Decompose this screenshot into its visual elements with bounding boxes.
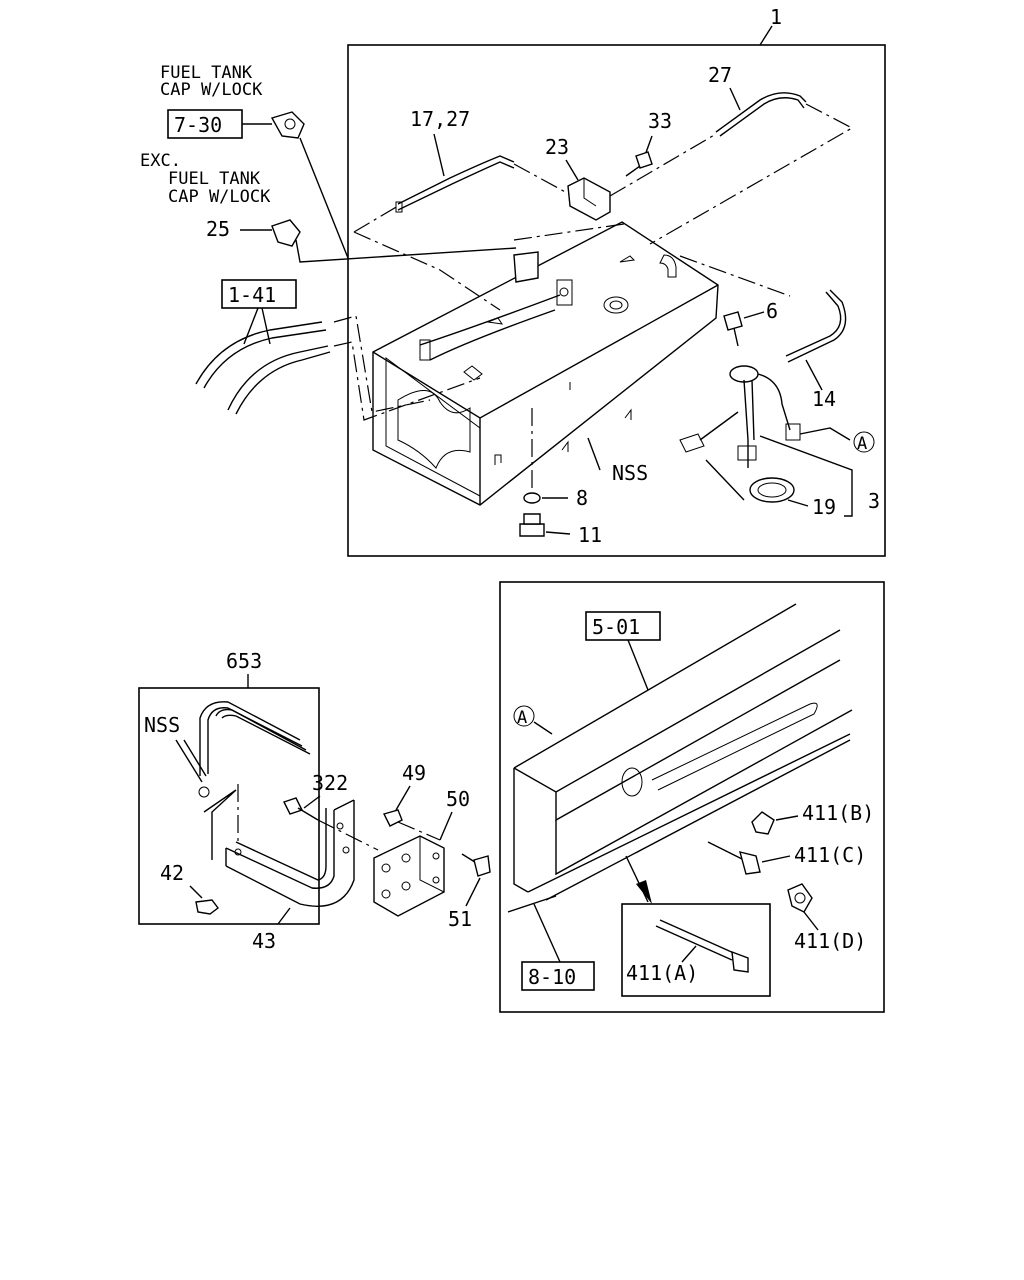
gasket-19 <box>749 477 795 503</box>
callout-6: 6 <box>766 299 778 323</box>
ref-box-8-10 <box>521 961 595 991</box>
clip-411d <box>787 883 813 913</box>
ref-7-30: 7-30 <box>174 113 222 137</box>
clip-411b <box>751 811 775 835</box>
callout-19: 19 <box>812 495 836 519</box>
band-frame <box>138 687 320 925</box>
filler-hoses <box>195 321 331 415</box>
screw-33 <box>625 151 653 177</box>
ref-8-10: 8-10 <box>528 965 576 989</box>
callout-11: 11 <box>578 523 602 547</box>
bolt-51 <box>461 853 491 877</box>
tank-assembly-frame <box>347 44 886 557</box>
hose-14 <box>785 289 847 363</box>
circle-a-top <box>853 431 875 453</box>
callout-42: 42 <box>160 861 184 885</box>
callout-3: 3 <box>868 489 880 513</box>
inset-411a-frame <box>621 903 771 997</box>
fuel-cap-lock-note-1: FUEL TANK <box>160 63 253 83</box>
nut-49 <box>382 809 403 827</box>
inset-pointer <box>625 855 649 903</box>
tank-band-set <box>198 701 311 798</box>
ref-box-5-01 <box>585 611 661 641</box>
callout-8: 8 <box>576 486 588 510</box>
bracket-50 <box>373 835 445 917</box>
callout-1: 1 <box>770 5 782 29</box>
leader-1 <box>759 25 773 46</box>
callout-411b: 411(B) <box>802 801 874 825</box>
callout-nss-tank: NSS <box>612 461 648 485</box>
fuel-cap-lock-note-2: CAP W/LOCK <box>160 80 263 100</box>
bracket-23 <box>567 177 611 221</box>
callout-23: 23 <box>545 135 569 159</box>
ref-5-01: 5-01 <box>592 615 640 639</box>
callout-653: 653 <box>226 649 262 673</box>
callout-25: 25 <box>206 217 230 241</box>
drain-plug-11 <box>519 513 545 537</box>
callout-circle-a-top: A <box>857 434 867 454</box>
screw-6 <box>723 311 743 347</box>
callout-circle-a-bottom: A <box>517 708 527 728</box>
circle-a-bottom <box>513 705 535 727</box>
bolt-322 <box>283 797 319 821</box>
washer-8 <box>523 492 541 504</box>
callout-17-27: 17,27 <box>410 107 470 131</box>
callout-14: 14 <box>812 387 836 411</box>
hose-27 <box>715 92 807 137</box>
callout-322: 322 <box>312 771 348 795</box>
fuel-cap-part <box>271 219 301 247</box>
ref-1-41: 1-41 <box>228 283 276 307</box>
callout-51: 51 <box>448 907 472 931</box>
callout-49: 49 <box>402 761 426 785</box>
callout-27: 27 <box>708 63 732 87</box>
fuel-sender-gauge <box>679 365 801 468</box>
locking-cap-part <box>270 111 305 139</box>
callout-43: 43 <box>252 929 276 953</box>
callout-50: 50 <box>446 787 470 811</box>
callout-411a: 411(A) <box>626 961 698 985</box>
callout-33: 33 <box>648 109 672 133</box>
nut-42 <box>195 899 219 915</box>
exc-note-3: CAP W/LOCK <box>168 187 271 207</box>
cable-tie-411a <box>655 919 749 973</box>
callout-411d: 411(D) <box>794 929 866 953</box>
fuel-tank <box>372 221 719 506</box>
clip-411c <box>707 841 761 875</box>
callout-nss-band: NSS <box>144 713 180 737</box>
frame-clip-frame <box>499 581 885 1013</box>
chassis-frame-rail <box>513 603 853 901</box>
exc-note-2: FUEL TANK <box>168 169 261 189</box>
band-43 <box>225 799 355 907</box>
callout-411c: 411(C) <box>794 843 866 867</box>
filler-neck <box>419 251 677 381</box>
exc-note-1: EXC. <box>140 151 181 171</box>
ref-box-1-41 <box>221 279 297 309</box>
hose-17-27 <box>395 155 515 213</box>
